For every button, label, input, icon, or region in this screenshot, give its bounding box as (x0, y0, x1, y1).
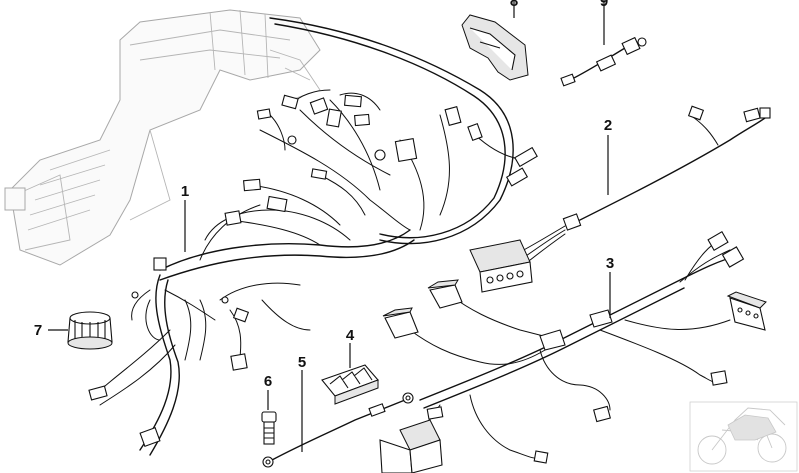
ground-cable[interactable] (262, 392, 414, 468)
callout-7: 7 (34, 322, 42, 339)
callout-5: 5 (298, 354, 306, 371)
motorcycle-thumbnail (689, 401, 798, 472)
callout-labels: 1 2 3 4 5 6 7 8 9 (34, 0, 614, 390)
adapter-lead[interactable] (560, 36, 647, 87)
bolt[interactable] (261, 411, 277, 445)
callout-6: 6 (264, 373, 272, 390)
main-harness[interactable] (88, 17, 538, 456)
connector-block[interactable] (321, 364, 379, 405)
harness-branch-2[interactable] (469, 105, 771, 293)
harness-branch-3[interactable] (379, 231, 767, 473)
callout-8: 8 (510, 0, 518, 10)
ghost-frame-assembly (4, 9, 321, 266)
leader-lines (48, 0, 611, 452)
callout-4: 4 (346, 327, 355, 344)
callout-1: 1 (181, 183, 189, 200)
protective-cap[interactable] (67, 311, 113, 350)
callout-2: 2 (604, 117, 612, 134)
bracket[interactable] (461, 14, 529, 81)
callout-9: 9 (600, 0, 608, 10)
callout-3: 3 (606, 255, 614, 272)
